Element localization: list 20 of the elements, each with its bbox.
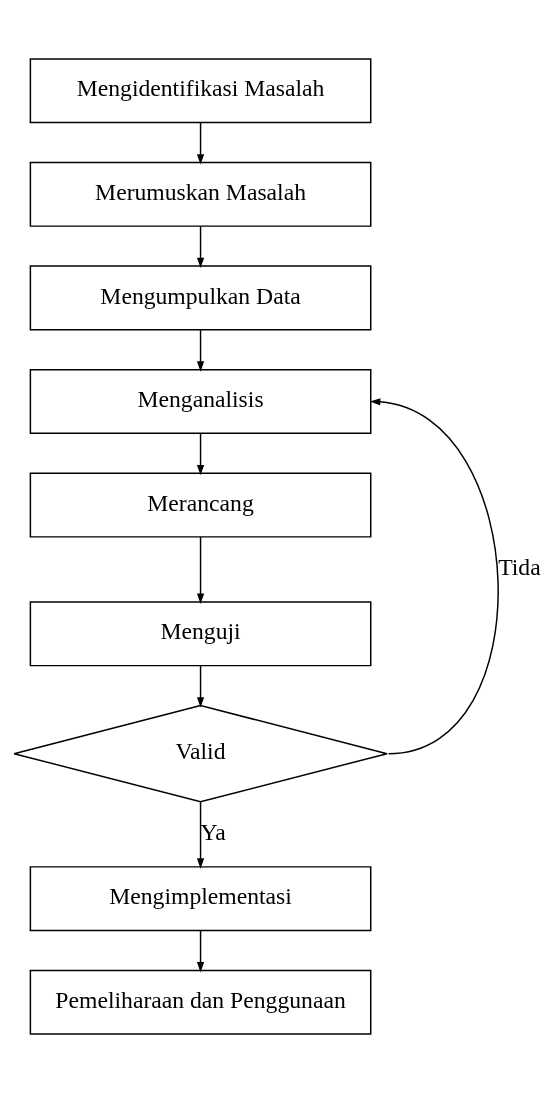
arrow	[196, 536, 205, 604]
node-box: Menguji	[29, 601, 372, 667]
node-box: Menganalisis	[29, 368, 372, 435]
edge-label: Tida	[498, 554, 541, 581]
node-box: Mengidentifikasi Masalah	[29, 58, 372, 124]
arrow	[196, 225, 205, 269]
arrow	[196, 432, 205, 476]
node-box: Pemeliharaan dan Penggunaan	[29, 969, 372, 1035]
arrow	[196, 801, 205, 869]
arrow	[369, 398, 499, 755]
arrow	[196, 329, 205, 372]
node-box: Merumuskan Masalah	[29, 161, 372, 227]
node-box: Mengimplementasi	[29, 866, 372, 932]
arrow	[196, 930, 205, 973]
node-box: Merancang	[29, 472, 372, 538]
edge-label: Ya	[200, 818, 226, 845]
arrow	[196, 665, 205, 708]
arrow	[196, 122, 205, 165]
node-diamond: Valid	[13, 704, 388, 803]
node-box: Mengumpulkan Data	[29, 265, 372, 331]
